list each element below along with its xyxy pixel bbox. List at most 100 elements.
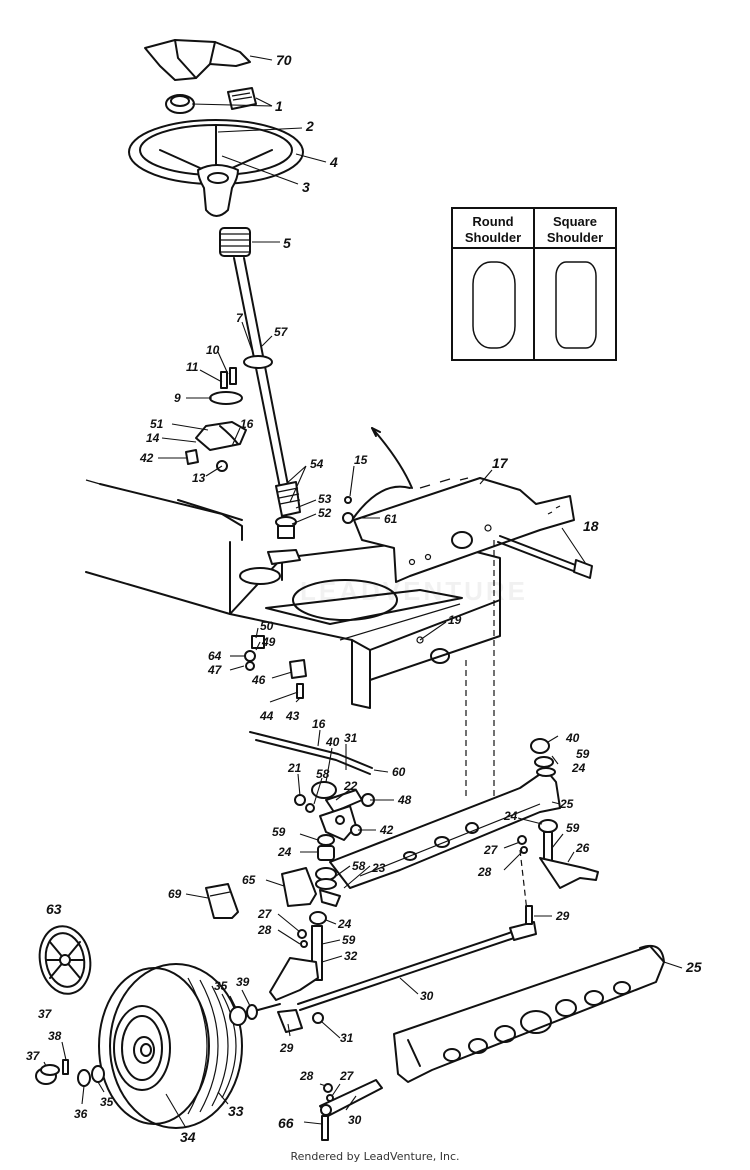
drag-link-part: [249, 731, 373, 775]
callout-61: 61: [384, 512, 398, 526]
callout-22: 22: [343, 779, 358, 793]
callout-34: 34: [180, 1129, 196, 1145]
callout-47: 47: [207, 663, 223, 677]
callout-30b: 30: [348, 1113, 362, 1127]
callout-4: 4: [329, 154, 338, 170]
callout-37a: 37: [38, 1007, 53, 1021]
callout-numbers: 70 1 2 4 3 5 7 57 10 11 9 51 16 14 42 13…: [26, 52, 702, 1145]
callout-58b: 58: [352, 859, 366, 873]
callout-46: 46: [251, 673, 266, 687]
callout-17: 17: [492, 455, 509, 471]
callout-57: 57: [274, 325, 289, 339]
callout-27b: 27: [257, 907, 273, 921]
bushing-69-part: [205, 883, 239, 919]
callout-43: 43: [285, 709, 300, 723]
callout-27c: 27: [339, 1069, 355, 1083]
steering-bushing-part: [219, 227, 251, 257]
callout-52: 52: [318, 506, 332, 520]
front-tire-part: [98, 963, 243, 1129]
wheel-hardware-parts: [35, 1003, 281, 1087]
callout-28c: 28: [299, 1069, 314, 1083]
callout-28b: 28: [257, 923, 272, 937]
callout-32: 32: [344, 949, 358, 963]
callout-29b: 29: [279, 1041, 294, 1055]
round-shoulder-label-2: Shoulder: [465, 230, 521, 245]
square-shoulder-label-1: Square: [553, 214, 597, 229]
callout-30a: 30: [420, 989, 434, 1003]
steering-wheel-caps: [165, 87, 257, 114]
round-shoulder-label-1: Round: [472, 214, 513, 229]
square-shoulder-label-2: Shoulder: [547, 230, 603, 245]
drag-link-end-parts: [319, 1079, 383, 1141]
callout-11: 11: [186, 360, 199, 374]
callout-26: 26: [575, 841, 590, 855]
callout-59d: 59: [342, 933, 356, 947]
callout-15: 15: [354, 453, 368, 467]
steering-shaft-part: [233, 257, 301, 539]
callout-53: 53: [318, 492, 332, 506]
callout-48: 48: [397, 793, 412, 807]
callout-59c: 59: [272, 825, 286, 839]
callout-24a: 24: [571, 761, 586, 775]
left-spindle-part: [269, 911, 327, 1033]
callout-50: 50: [260, 619, 274, 633]
dash-bracket-part: [353, 477, 575, 583]
dashed-guide-lines: [465, 540, 529, 921]
callout-64: 64: [208, 649, 222, 663]
callout-18: 18: [583, 518, 599, 534]
callout-65: 65: [242, 873, 256, 887]
callout-28a: 28: [477, 865, 492, 879]
hub-cap-part: [38, 925, 92, 995]
callout-38: 38: [48, 1029, 62, 1043]
callout-39: 39: [236, 975, 250, 989]
wire-61-part: [342, 427, 413, 524]
callout-24c: 24: [277, 845, 292, 859]
tie-rod-part: [297, 905, 537, 1011]
callout-31b: 31: [340, 1031, 354, 1045]
callout-24b: 24: [503, 809, 518, 823]
callout-42a: 42: [139, 451, 154, 465]
lower-hardware-parts: [244, 635, 307, 699]
callout-27a: 27: [483, 843, 499, 857]
leader-lines: [43, 55, 683, 1129]
callout-2: 2: [305, 118, 314, 134]
callout-60: 60: [392, 765, 406, 779]
callout-25b: 25: [685, 959, 702, 975]
callout-51: 51: [150, 417, 164, 431]
callout-59b: 59: [566, 821, 580, 835]
callout-25a: 25: [559, 797, 574, 811]
callout-42b: 42: [379, 823, 394, 837]
callout-54: 54: [310, 457, 324, 471]
callout-31a: 31: [344, 731, 358, 745]
steering-bracket-parts: [185, 367, 247, 472]
callout-40b: 40: [565, 731, 580, 745]
callout-36: 36: [74, 1107, 88, 1121]
callout-7: 7: [236, 311, 244, 325]
callout-16b: 16: [312, 717, 326, 731]
callout-33: 33: [228, 1103, 244, 1119]
callout-35b: 35: [100, 1095, 114, 1109]
front-axle-lower-part: [393, 944, 665, 1083]
callout-69: 69: [168, 887, 182, 901]
callout-3: 3: [302, 179, 310, 195]
callout-10: 10: [206, 343, 220, 357]
render-credit-footer: Rendered by LeadVenture, Inc.: [290, 1150, 460, 1163]
callout-66: 66: [278, 1115, 294, 1131]
callout-59a: 59: [576, 747, 590, 761]
callout-1: 1: [275, 98, 283, 114]
callout-5: 5: [283, 235, 291, 251]
callout-16a: 16: [240, 417, 254, 431]
callout-49: 49: [261, 635, 276, 649]
shoulder-chart: Round Shoulder Square Shoulder: [451, 207, 617, 361]
right-spindle-part: [517, 819, 599, 889]
callout-37b: 37: [26, 1049, 41, 1063]
callout-21: 21: [287, 761, 302, 775]
steering-wheel-part: [128, 119, 304, 217]
callout-14: 14: [146, 431, 160, 445]
bolt-18-part: [497, 535, 593, 579]
callout-9: 9: [174, 391, 181, 405]
callout-40a: 40: [325, 735, 340, 749]
callout-13: 13: [192, 471, 206, 485]
